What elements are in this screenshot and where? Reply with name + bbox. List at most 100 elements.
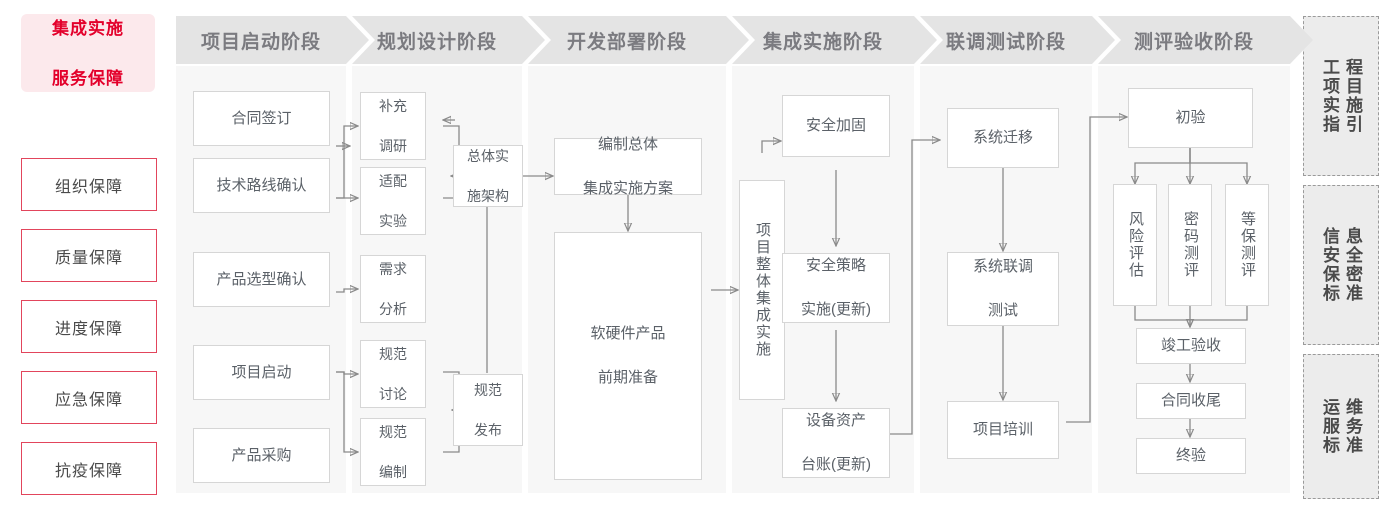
node-label: 设备资产台账(更新): [801, 410, 871, 476]
node-label: 需求分析: [379, 259, 407, 319]
phase-header-label: 项目启动阶段: [200, 31, 321, 53]
node-label-line1: 规范: [379, 424, 407, 440]
node-p4-3[interactable]: 设备资产台账(更新): [782, 408, 890, 478]
node-label: 项目启动: [231, 363, 292, 381]
node-p6-5[interactable]: 合同收尾: [1136, 383, 1246, 419]
node-label: 项目培训: [972, 421, 1033, 438]
rail-item-1[interactable]: 信安保标 息全密准: [1303, 185, 1379, 345]
node-label: 总体实施架构: [467, 146, 509, 206]
node-label-line2: 前期准备: [597, 369, 658, 386]
node-p2-1[interactable]: 适配实验: [360, 167, 426, 235]
left-item-label: 质量保障: [54, 249, 123, 267]
left-item-label: 进度保障: [54, 320, 123, 338]
node-label-line1: 总体实: [467, 148, 509, 164]
phase-header-label: 集成实施阶段: [762, 31, 883, 53]
rail-item-text-2: 维务准: [1341, 398, 1364, 455]
rail-item-2[interactable]: 运服标 维务准: [1303, 354, 1379, 499]
node-p3-0[interactable]: 编制总体集成实施方案: [554, 136, 702, 197]
node-p6-4[interactable]: 竣工验收: [1136, 328, 1246, 364]
left-item-label: 组织保障: [54, 178, 123, 196]
rail-col-left: 运服标: [1320, 398, 1339, 455]
rail-col-left: 工项实指: [1320, 58, 1339, 134]
rail-col-left: 信安保标: [1320, 227, 1339, 303]
phase-header-label: 测评验收阶段: [1133, 31, 1254, 53]
left-item-2[interactable]: 进度保障: [21, 300, 157, 353]
node-p1-0[interactable]: 合同签订: [193, 91, 330, 146]
node-p2-0[interactable]: 补充调研: [360, 92, 426, 160]
node-p5-2[interactable]: 项目培训: [947, 401, 1059, 459]
node-label: 终验: [1175, 447, 1206, 464]
node-p3-1[interactable]: 软硬件产品前期准备: [554, 232, 702, 480]
left-item-3[interactable]: 应急保障: [21, 371, 157, 424]
node-label-line2: 测试: [987, 302, 1018, 319]
left-panel-title-text: 集成实施服务保障: [52, 16, 124, 91]
phase-header-1[interactable]: 项目启动阶段: [176, 16, 369, 64]
node-label: 产品选型确认: [216, 270, 307, 288]
node-p2-3[interactable]: 规范讨论: [360, 340, 426, 408]
node-label-line1: 需求: [379, 261, 407, 277]
node-p1-4[interactable]: 产品采购: [193, 428, 330, 483]
node-label-line1: 设备资产: [805, 412, 866, 429]
node-label: 密码测评: [1182, 211, 1199, 279]
node-label-line2: 编制: [379, 464, 407, 480]
node-p5-0[interactable]: 系统迁移: [947, 108, 1059, 168]
node-p2-6[interactable]: 规范发布: [453, 374, 523, 446]
left-item-4[interactable]: 抗疫保障: [21, 442, 157, 495]
node-label-line1: 安全策略: [805, 257, 866, 274]
node-p4-2[interactable]: 安全策略实施(更新): [782, 253, 890, 323]
phase-header-2[interactable]: 规划设计阶段: [352, 16, 545, 64]
node-p1-1[interactable]: 技术路线确认: [193, 158, 330, 213]
node-p1-3[interactable]: 项目启动: [193, 345, 330, 400]
node-p6-0[interactable]: 初验: [1128, 88, 1253, 148]
node-label: 竣工验收: [1160, 337, 1221, 354]
rail-item-text: 运服标: [1318, 398, 1341, 455]
phase-header-5[interactable]: 联调测试阶段: [920, 16, 1115, 64]
node-label-line2: 施架构: [467, 188, 509, 204]
node-p5-1[interactable]: 系统联调测试: [947, 252, 1059, 326]
node-label-line2: 实施(更新): [801, 301, 871, 318]
node-label: 安全加固: [805, 117, 866, 134]
node-p2-5[interactable]: 总体实施架构: [453, 145, 523, 207]
phase-header-6[interactable]: 测评验收阶段: [1098, 16, 1313, 64]
phase-header-4[interactable]: 集成实施阶段: [732, 16, 937, 64]
phase-header-label: 规划设计阶段: [376, 31, 497, 53]
left-item-0[interactable]: 组织保障: [21, 158, 157, 211]
node-label: 规范发布: [474, 380, 502, 440]
node-label-line2: 台账(更新): [801, 456, 871, 473]
rail-item-text: 工项实指: [1318, 58, 1341, 134]
node-label: 适配实验: [379, 171, 407, 231]
rail-item-0[interactable]: 工项实指 程目施引: [1303, 16, 1379, 176]
node-label: 安全策略实施(更新): [801, 255, 871, 321]
phase-header-label: 开发部署阶段: [566, 31, 687, 53]
left-item-label: 抗疫保障: [54, 462, 123, 480]
node-label-line1: 软硬件产品: [590, 325, 666, 342]
rail-item-text-2: 息全密准: [1341, 227, 1364, 303]
node-label: 软硬件产品前期准备: [590, 323, 665, 389]
node-label-line1: 规范: [474, 382, 502, 398]
node-p2-4[interactable]: 规范编制: [360, 418, 426, 486]
node-label-line2: 讨论: [379, 386, 407, 402]
left-panel-title-line1: 集成实施: [52, 18, 124, 38]
node-p2-2[interactable]: 需求分析: [360, 255, 426, 323]
node-label: 等保测评: [1239, 211, 1256, 279]
left-item-1[interactable]: 质量保障: [21, 229, 157, 282]
node-label-line1: 补充: [379, 98, 407, 114]
node-p6-1[interactable]: 风险评估: [1113, 184, 1157, 306]
node-p4-1[interactable]: 安全加固: [782, 95, 890, 157]
node-label: 初验: [1175, 109, 1206, 126]
node-label-line2: 实验: [379, 213, 407, 229]
rail-item-text: 信安保标: [1318, 227, 1341, 303]
node-p1-2[interactable]: 产品选型确认: [193, 252, 330, 307]
node-label-line2: 发布: [474, 422, 502, 438]
node-label-line2: 集成实施方案: [582, 179, 673, 197]
phase-header-3[interactable]: 开发部署阶段: [528, 16, 749, 64]
node-p6-3[interactable]: 等保测评: [1225, 184, 1269, 306]
left-panel-title-line2: 服务保障: [52, 68, 124, 88]
node-label: 合同签订: [231, 109, 292, 127]
node-label: 系统迁移: [972, 129, 1033, 146]
node-p4-0[interactable]: 项目整体集成实施: [739, 180, 785, 400]
node-p6-2[interactable]: 密码测评: [1168, 184, 1212, 306]
node-label: 风险评估: [1127, 211, 1144, 279]
node-label: 规范讨论: [379, 344, 407, 404]
node-p6-6[interactable]: 终验: [1136, 438, 1246, 474]
